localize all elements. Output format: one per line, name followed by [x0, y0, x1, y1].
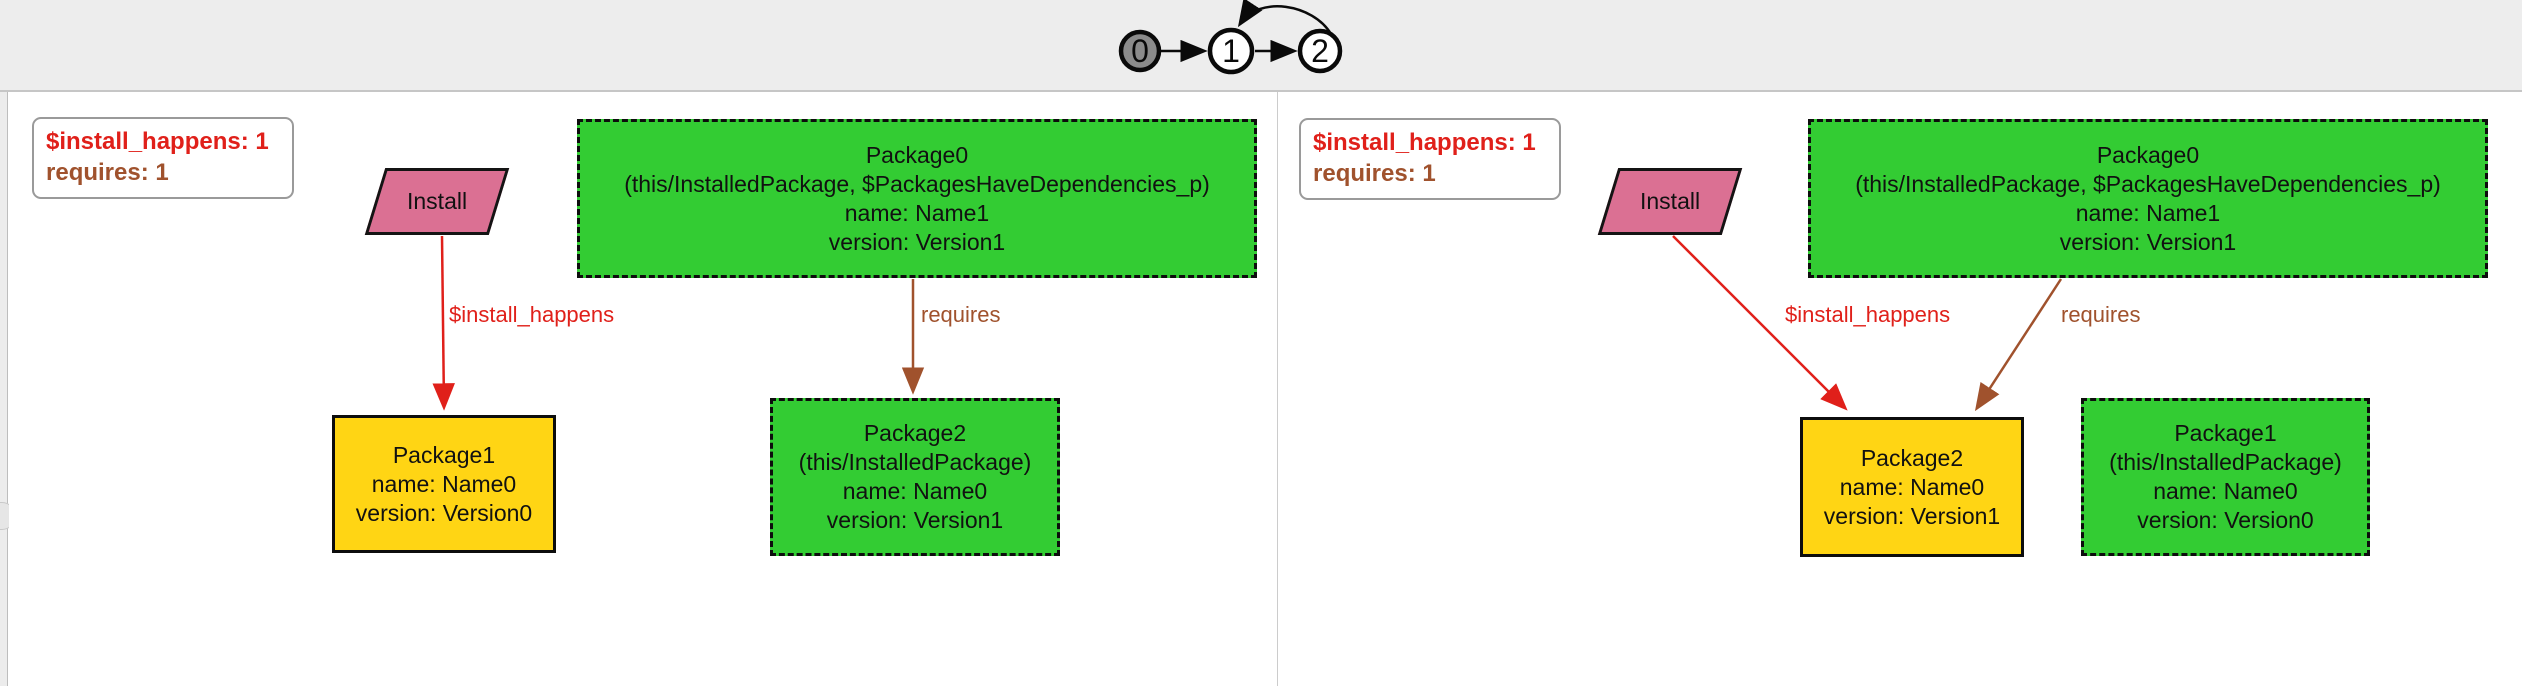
legend-requires: requires: 1 — [1313, 160, 1436, 187]
legend-install-happens: $install_happens: 1 — [46, 128, 269, 155]
trace-state-0-label: 0 — [1131, 33, 1149, 69]
node-line: (this/InstalledPackage) — [2109, 449, 2342, 475]
install-happens-edge-label: $install_happens — [1785, 302, 1951, 327]
legend-box: $install_happens: 1 requires: 1 — [1299, 118, 1561, 200]
node-line: name: Name0 — [1839, 473, 1985, 500]
node-line: version: Version0 — [355, 499, 533, 526]
requires-edge — [1974, 278, 2063, 412]
node-line: name: Name0 — [2153, 478, 2298, 504]
node-line: version: Version1 — [2059, 228, 2237, 255]
node-line: (this/InstalledPackage, $PackagesHaveDep… — [624, 170, 1210, 197]
node-line: name: Name1 — [2075, 199, 2221, 226]
install-event-label: Install — [406, 188, 468, 214]
node-line: name: Name0 — [371, 470, 517, 497]
node-line: Package2 — [863, 420, 967, 446]
edges-layer-right — [1672, 235, 2063, 412]
node-line: Package0 — [2096, 141, 2200, 168]
install-event-node[interactable]: Install — [1597, 168, 1743, 235]
trace-state-1-label: 1 — [1222, 33, 1240, 69]
install-event-label: Install — [1639, 188, 1701, 214]
trace-loop-edge-2-1 — [1237, 0, 1333, 35]
legend-box: $install_happens: 1 requires: 1 — [32, 117, 294, 199]
trace-state-2[interactable] — [1297, 28, 1343, 74]
viz-panel-left: $install_happens: 1 requires: 1 Install … — [9, 92, 1275, 686]
package1-node[interactable]: Package1 (this/InstalledPackage) name: N… — [2081, 398, 2370, 556]
node-line: Package1 — [392, 441, 496, 468]
node-line: (this/InstalledPackage, $PackagesHaveDep… — [1855, 170, 2441, 197]
trace-strip: 0 1 2 — [0, 0, 2522, 92]
trace-state-1[interactable] — [1207, 27, 1255, 75]
package0-node[interactable]: Package0 (this/InstalledPackage, $Packag… — [577, 119, 1257, 278]
trace-state-2-label: 2 — [1311, 33, 1329, 69]
trace-state-0[interactable] — [1118, 29, 1162, 73]
package2-node[interactable]: Package2 (this/InstalledPackage) name: N… — [770, 398, 1060, 556]
requires-edge-label: requires — [2061, 302, 2141, 327]
node-line: Package1 — [2174, 420, 2277, 446]
viz-panel-right: $install_happens: 1 requires: 1 Install … — [1277, 92, 2522, 686]
package0-node[interactable]: Package0 (this/InstalledPackage, $Packag… — [1808, 119, 2488, 278]
package1-node[interactable]: Package1 name: Name0 version: Version0 — [332, 415, 556, 553]
node-line: version: Version1 — [826, 507, 1004, 533]
node-line: (this/InstalledPackage) — [798, 449, 1032, 475]
node-line: Package2 — [1860, 444, 1964, 471]
trace-graph: 0 1 2 — [1118, 0, 1343, 75]
node-line: name: Name0 — [842, 478, 988, 504]
requires-edge-label: requires — [921, 302, 1001, 327]
install-event-node[interactable]: Install — [364, 168, 510, 235]
install-happens-edge — [432, 235, 455, 411]
edges-layer-left — [432, 235, 925, 411]
node-line: name: Name1 — [844, 199, 990, 226]
install-happens-edge-label: $install_happens — [449, 302, 615, 327]
package2-node[interactable]: Package2 name: Name0 version: Version1 — [1800, 417, 2024, 557]
left-gutter — [0, 92, 16, 686]
node-line: Package0 — [865, 141, 969, 168]
node-line: version: Version0 — [2137, 507, 2314, 533]
legend-requires: requires: 1 — [46, 159, 169, 186]
node-line: version: Version1 — [1823, 502, 2001, 529]
node-line: version: Version1 — [828, 228, 1006, 255]
install-happens-edge — [1672, 235, 1848, 411]
legend-install-happens: $install_happens: 1 — [1313, 129, 1536, 156]
